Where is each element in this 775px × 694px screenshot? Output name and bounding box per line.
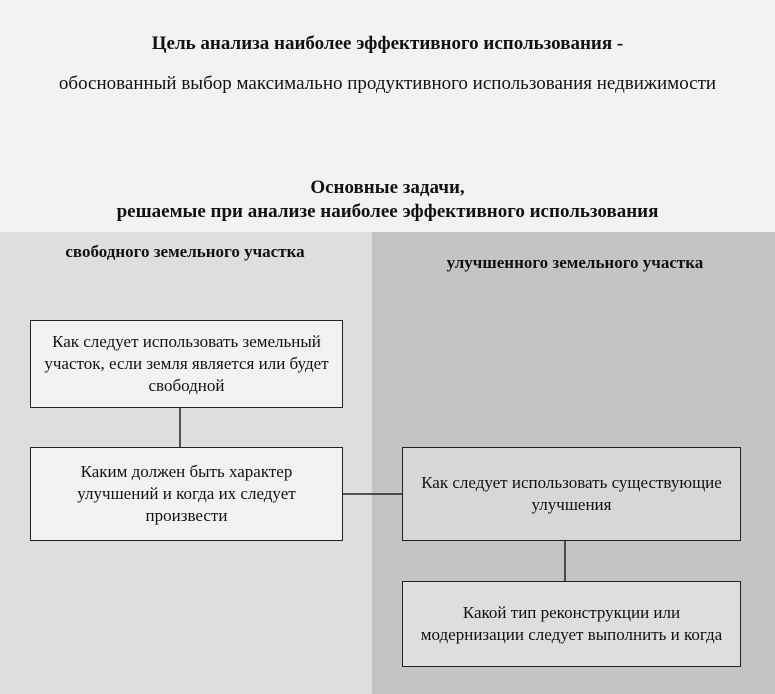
goal-text: обоснованный выбор максимально продуктив…	[58, 73, 717, 94]
task-box-free-use: Как следует использовать земельный участ…	[30, 320, 343, 408]
improved-land-header: улучшенного земельного участка	[446, 253, 704, 272]
task-box-improvements-text: Каким должен быть характер улучшений и к…	[77, 462, 296, 525]
goal-band	[0, 0, 775, 232]
vacant-land-header: свободного земельного участка	[65, 242, 305, 261]
tasks-title: Основные задачи, решаемые при анализе на…	[0, 176, 775, 224]
goal-title: Цель анализа наиболее эффективного испол…	[151, 33, 624, 54]
task-box-free-use-text: Как следует использовать земельный участ…	[44, 332, 329, 395]
tasks-title-line1: Основные задачи,	[310, 177, 465, 198]
task-box-reconstruction: Какой тип реконструкции или модернизации…	[402, 581, 741, 667]
task-box-reconstruction-text: Какой тип реконструкции или модернизации…	[420, 603, 723, 644]
task-box-existing-improvements-text: Как следует использовать существующие ул…	[421, 473, 722, 514]
task-box-improvements: Каким должен быть характер улучшений и к…	[30, 447, 343, 541]
tasks-title-line2: решаемые при анализе наиболее эффективно…	[116, 201, 659, 222]
task-box-existing-improvements: Как следует использовать существующие ул…	[402, 447, 741, 541]
